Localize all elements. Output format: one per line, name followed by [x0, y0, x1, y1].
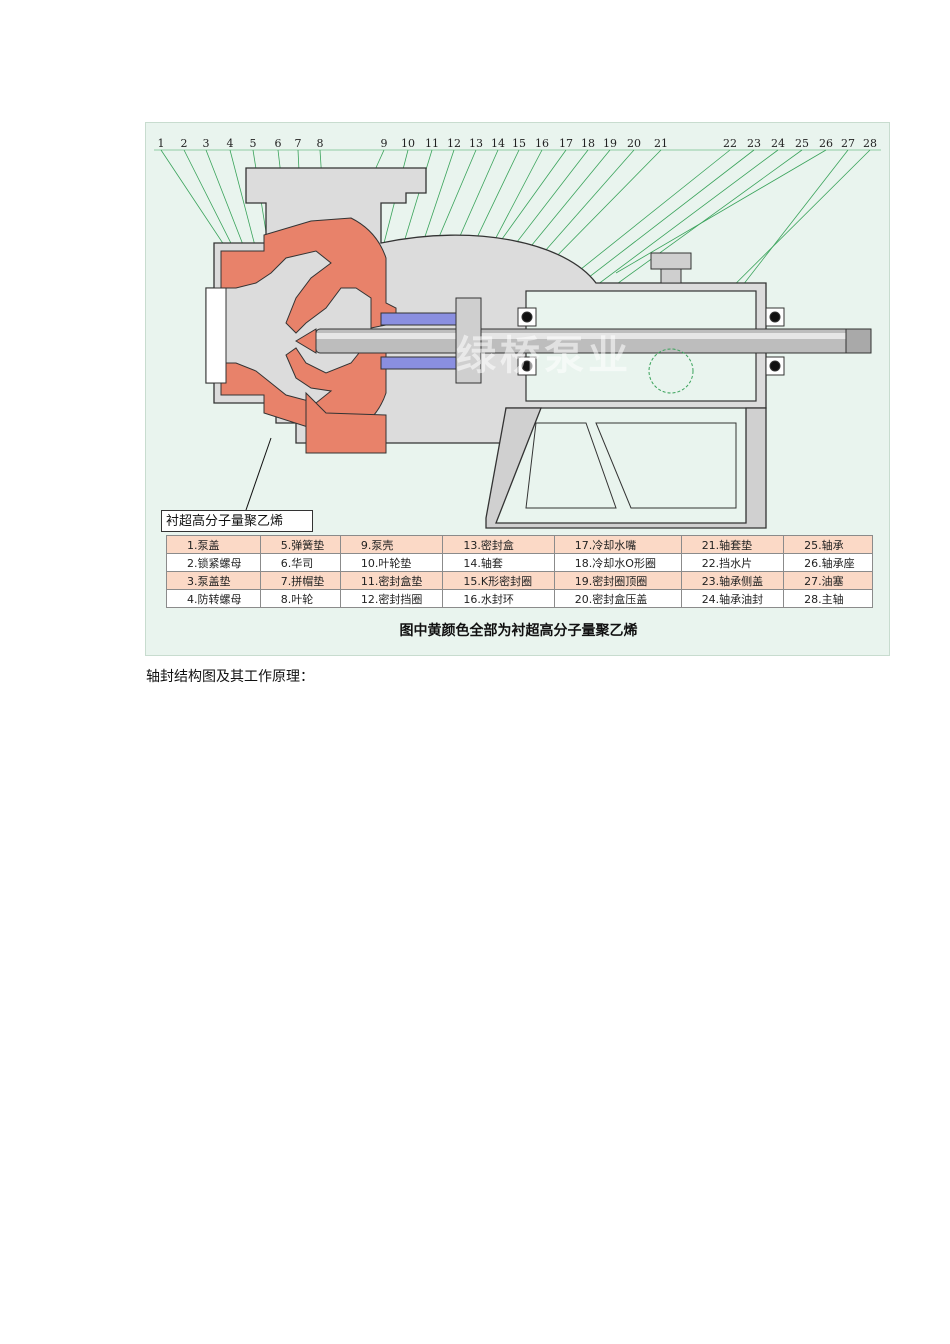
callout-number: 26 — [819, 137, 833, 150]
callout-number: 3 — [203, 137, 210, 150]
parts-table-cell: 15.K形密封圈 — [442, 571, 555, 590]
callout-number: 11 — [425, 137, 439, 150]
callout-number: 18 — [581, 137, 595, 150]
callout-number: 17 — [559, 137, 573, 150]
parts-table-cell: 16.水封环 — [442, 589, 555, 608]
parts-table-cell: 3.泵盖垫 — [166, 571, 261, 590]
callout-number: 5 — [250, 137, 257, 150]
parts-table-cell: 7.拼帽垫 — [259, 571, 341, 590]
callout-number: 6 — [275, 137, 282, 150]
figure-caption: 图中黄颜色全部为衬超高分子量聚乙烯 — [399, 623, 638, 639]
parts-table-cell: 24.轴承油封 — [680, 589, 785, 608]
liner-callout-label: 衬超高分子量聚乙烯 — [161, 510, 313, 532]
callout-number: 1 — [158, 137, 165, 150]
parts-table-cell: 26.轴承座 — [783, 553, 873, 572]
callout-number: 8 — [317, 137, 324, 150]
parts-table-cell: 13.密封盒 — [442, 535, 555, 554]
inlet-port — [205, 287, 227, 384]
callout-number: 27 — [841, 137, 855, 150]
callout-number: 9 — [381, 137, 388, 150]
section-heading-text: 轴封结构图及其工作原理： — [146, 669, 314, 685]
callout-number: 20 — [627, 137, 641, 150]
parts-table-cell: 1.泵盖 — [166, 535, 261, 554]
callout-number: 15 — [512, 137, 526, 150]
callout-number: 13 — [469, 137, 483, 150]
callout-number: 4 — [227, 137, 234, 150]
parts-table-cell: 6.华司 — [259, 553, 341, 572]
callout-number: 22 — [723, 137, 737, 150]
parts-table-cell: 22.挡水片 — [680, 553, 785, 572]
callout-number: 21 — [654, 137, 668, 150]
callout-number: 2 — [181, 137, 188, 150]
parts-table-cell: 9.泵壳 — [339, 535, 444, 554]
callout-number: 12 — [447, 137, 461, 150]
parts-table-cell: 19.密封圈顶圈 — [553, 571, 682, 590]
parts-table-cell: 14.轴套 — [442, 553, 555, 572]
callout-number: 19 — [603, 137, 617, 150]
callout-number: 10 — [401, 137, 415, 150]
parts-table-cell: 27.油塞 — [783, 571, 873, 590]
parts-table-cell: 21.轴套垫 — [680, 535, 785, 554]
parts-table-cell: 10.叶轮垫 — [339, 553, 444, 572]
parts-table-cell: 25.轴承 — [783, 535, 873, 554]
callout-number: 16 — [535, 137, 549, 150]
callout-number: 23 — [747, 137, 761, 150]
parts-table-cell: 2.锁紧螺母 — [166, 553, 261, 572]
parts-table-cell: 4.防转螺母 — [166, 589, 261, 608]
parts-table-cell: 28.主轴 — [783, 589, 873, 608]
parts-table-cell: 20.密封盒压盖 — [553, 589, 682, 608]
callout-number: 25 — [795, 137, 809, 150]
callout-number: 7 — [295, 137, 302, 150]
parts-table-cell: 11.密封盒垫 — [339, 571, 444, 590]
parts-table-cell: 18.冷却水O形圈 — [553, 553, 682, 572]
callout-number: 28 — [863, 137, 877, 150]
parts-table-cell: 5.弹簧垫 — [259, 535, 341, 554]
parts-table-cell: 23.轴承侧盖 — [680, 571, 785, 590]
callout-number: 14 — [491, 137, 505, 150]
parts-table-cell: 8.叶轮 — [259, 589, 341, 608]
parts-table-cell: 17.冷却水嘴 — [553, 535, 682, 554]
watermark-text: 绿桥泵业 — [456, 333, 632, 379]
bearings — [517, 307, 785, 376]
callout-number: 24 — [771, 137, 785, 150]
liner-callout-leader — [245, 437, 272, 511]
shaft-sleeve — [380, 297, 482, 384]
oil-plug-marker — [648, 348, 694, 394]
parts-table-cell: 12.密封挡圈 — [339, 589, 444, 608]
leader-line — [615, 149, 827, 274]
main-shaft — [295, 328, 872, 354]
